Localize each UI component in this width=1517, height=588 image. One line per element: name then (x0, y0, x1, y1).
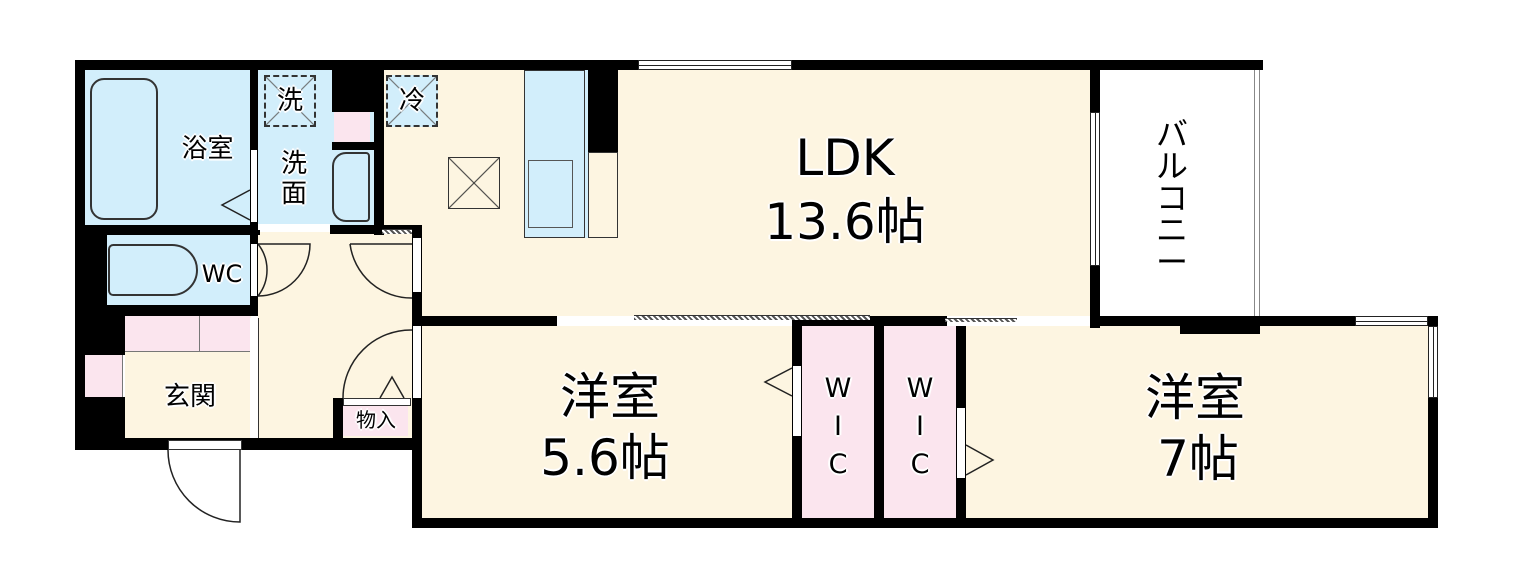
sliding-door-track (634, 315, 870, 320)
western-room-2-floor (966, 326, 1428, 518)
room-label-balcony: バ ル コ ニ ー (1155, 115, 1188, 281)
toilet-bowl (108, 244, 198, 296)
shoe-cabinet-1 (125, 316, 200, 352)
kitchen-sink (528, 160, 573, 228)
room2-window-top (1355, 316, 1428, 326)
room-size-western-2: 7帖 (1157, 430, 1239, 488)
wic2-door-opening[interactable] (957, 408, 965, 478)
wall (75, 60, 85, 450)
room1-sliding-door[interactable] (557, 316, 792, 326)
balcony-floor (1100, 70, 1260, 316)
bath-door-opening[interactable] (251, 150, 257, 222)
room-size-ldk: 13.6帖 (764, 193, 926, 251)
wall (412, 518, 1438, 528)
wall (85, 225, 260, 235)
room-label-entrance: 玄関 (163, 382, 216, 412)
room-size-western-1: 5.6帖 (540, 429, 670, 487)
room1-door-opening[interactable] (413, 326, 421, 398)
wall (1428, 316, 1438, 528)
storage-door-opening[interactable] (343, 398, 411, 406)
room-label-storage: 物入 (356, 408, 396, 432)
room-label-western-2: 洋室 (1145, 369, 1245, 427)
wash-door-opening[interactable] (258, 224, 330, 230)
sliding-door-track (945, 318, 1017, 322)
washroom-shelf (334, 112, 370, 146)
shoe-cabinet-2 (200, 316, 250, 352)
wic-2-floor (884, 326, 956, 518)
room2-window-side (1428, 326, 1438, 398)
refrigerator-label: 冷 (398, 86, 425, 116)
entrance-door-opening[interactable] (168, 440, 242, 450)
wic-1-floor (802, 326, 874, 518)
room-label-ldk: LDK (795, 129, 895, 187)
wall (85, 225, 107, 315)
wall (792, 316, 947, 326)
refrigerator-space (386, 75, 438, 127)
western-room-1-floor (422, 326, 794, 518)
ldk-door-opening[interactable] (413, 238, 421, 292)
kitchen-side-counter (588, 152, 618, 238)
room-label-wic-1: W I C (824, 373, 852, 480)
bathtub (90, 78, 158, 220)
wall (1087, 60, 1263, 70)
balcony-rail (1254, 70, 1260, 316)
toilet-door-opening[interactable] (251, 244, 257, 296)
wall (1090, 316, 1435, 326)
washbasin (332, 152, 370, 222)
washing-machine-space (264, 75, 316, 127)
room-label-western-1: 洋室 (560, 368, 660, 426)
kitchen-pillar (588, 62, 618, 152)
washing-machine-label: 洗 (276, 86, 303, 116)
wic1-door-opening[interactable] (793, 366, 801, 436)
wall (374, 60, 384, 235)
wall (1180, 316, 1260, 334)
wall (75, 60, 1087, 70)
room-label-bathroom: 浴室 (181, 134, 234, 164)
ldk-window (638, 60, 792, 70)
shoe-cabinet-3 (85, 355, 123, 397)
wall (106, 305, 258, 316)
ldk-floor-lower (418, 222, 1090, 318)
wall (75, 438, 420, 450)
range-hood (448, 157, 500, 209)
wall (412, 316, 557, 326)
wall (330, 225, 422, 234)
storage-floor (342, 403, 408, 436)
balcony-window (1090, 112, 1100, 266)
room-label-washroom: 洗 面 (280, 149, 307, 209)
room2-sliding-door[interactable] (947, 316, 1090, 326)
sliding-door-track (382, 229, 412, 234)
room-label-wic-2: W I C (906, 373, 934, 480)
wall (874, 316, 884, 528)
wall (332, 60, 382, 112)
wall (333, 398, 343, 440)
room-label-toilet: WC (201, 260, 243, 288)
wall (332, 142, 382, 150)
hall-opening[interactable] (250, 318, 259, 438)
